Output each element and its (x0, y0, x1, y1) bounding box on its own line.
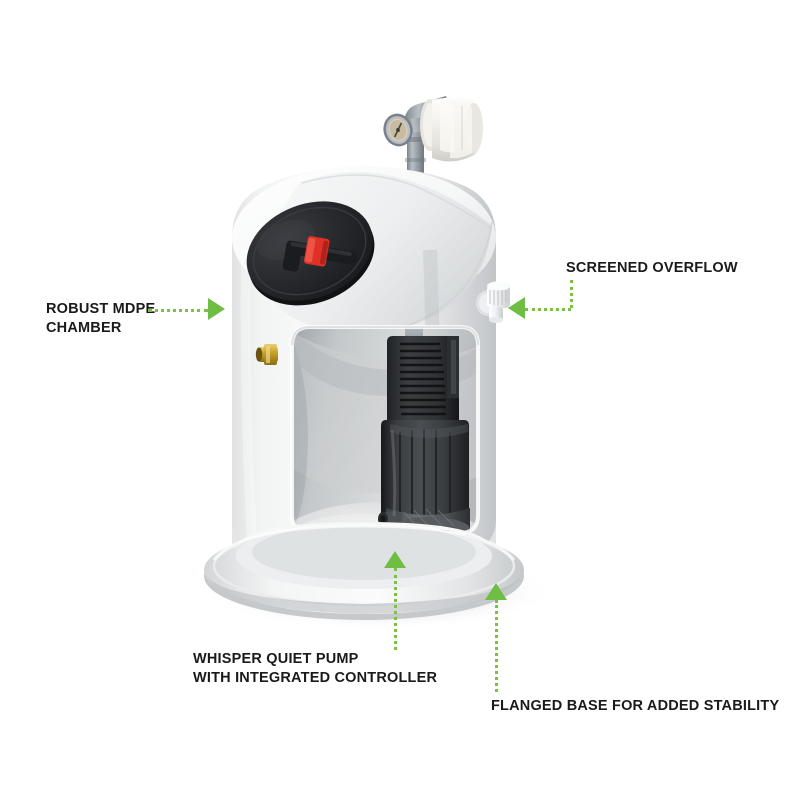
overflow-cap (487, 281, 510, 291)
pump (378, 327, 470, 533)
arrow-whisper-quiet-pump (384, 551, 406, 568)
callout-whisper-quiet-pump: WHISPER QUIET PUMP WITH INTEGRATED CONTR… (193, 651, 438, 686)
brass-fitting (255, 344, 278, 365)
callout-robust-mdpe-chamber: ROBUST MDPE CHAMBER (46, 301, 156, 336)
leader-screened-overflow-horizontal (525, 308, 571, 311)
screened-overflow-fitting (476, 281, 510, 323)
leader-whisper-quiet-pump (394, 568, 397, 650)
base-flange (204, 522, 524, 620)
lid-handle[interactable] (282, 232, 360, 282)
leader-screened-overflow-vertical (570, 280, 573, 308)
arrow-flanged-base (485, 583, 507, 600)
callout-screened-overflow: SCREENED OVERFLOW (566, 260, 738, 276)
leader-robust-mdpe-chamber (148, 309, 208, 312)
callout-flanged-base: FLANGED BASE FOR ADDED STABILITY (491, 698, 780, 714)
pressure-gauge (383, 113, 413, 147)
leader-flanged-base (495, 600, 498, 692)
arrow-robust-mdpe-chamber (208, 298, 225, 320)
access-lid[interactable] (232, 184, 389, 323)
arrow-screened-overflow (508, 297, 525, 319)
pressure-vessel (420, 97, 483, 162)
